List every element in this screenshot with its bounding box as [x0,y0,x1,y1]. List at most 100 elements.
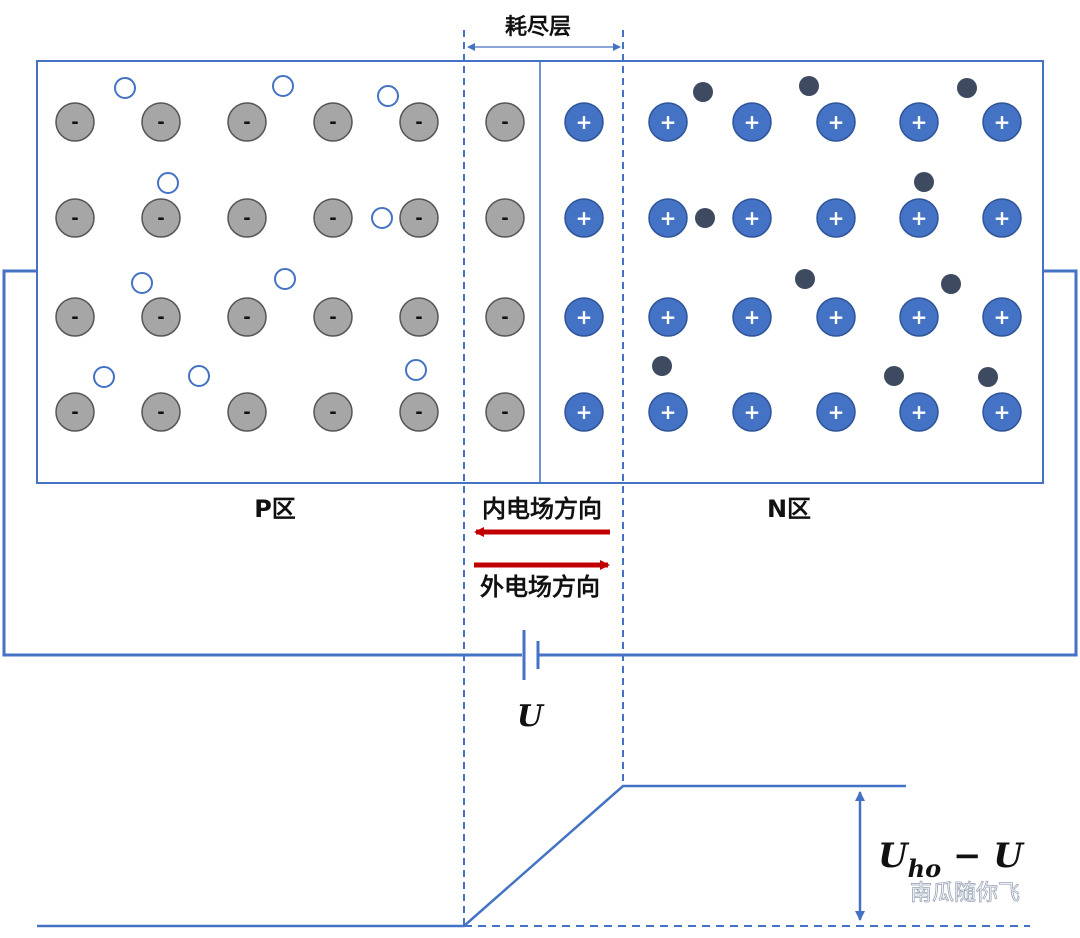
negative-ion: - [55,198,95,238]
positive-ion-circle [648,102,688,142]
electron [978,367,998,387]
hole [114,77,136,99]
electron [695,208,715,228]
negative-ion-circle [485,198,525,238]
wechat-icon [873,880,905,904]
positive-ion-sign: + [744,110,761,134]
negative-ion-sign: - [71,112,78,133]
electron [799,76,819,96]
negative-ion-sign: - [415,402,422,423]
negative-ion-circle [399,102,439,142]
positive-ion-sign: + [576,400,593,424]
hole [274,268,296,290]
positive-ion-circle [982,297,1022,337]
electron [795,269,815,289]
positive-ion-circle [648,198,688,238]
potential-label: Uho − U [878,836,1025,883]
positive-ion-lattice: ++++++++++++++++++++++++ [564,102,1022,432]
positive-ion-sign: + [744,400,761,424]
positive-ion-circle [564,102,604,142]
positive-ion-sign: + [994,305,1011,329]
positive-ion: + [732,297,772,337]
positive-ion-circle [564,392,604,432]
negative-ion-sign: - [415,307,422,328]
negative-ion: - [399,297,439,337]
positive-ion-sign: + [994,110,1011,134]
negative-ion-circle [227,392,267,432]
positive-ion-circle [648,392,688,432]
electron [652,356,672,376]
positive-ion: + [816,198,856,238]
watermark-text: 南瓜随你飞 [910,881,1020,906]
positive-ion-sign: + [576,110,593,134]
positive-ion-circle [816,102,856,142]
negative-ion: - [55,297,95,337]
negative-ion-sign: - [243,402,250,423]
positive-ion-sign: + [744,206,761,230]
negative-ion: - [313,392,353,432]
positive-ion: + [648,392,688,432]
positive-ion-sign: + [828,305,845,329]
positive-ion-sign: + [576,305,593,329]
negative-ion-sign: - [501,307,508,328]
depletion-layer-label: 耗尽层 [505,14,571,40]
electron-carriers [652,76,998,387]
positive-ion-circle [816,198,856,238]
negative-ion-circle [485,392,525,432]
battery-voltage-label: U [517,699,545,734]
n-region-label: N区 [767,495,811,523]
negative-ion-sign: - [243,208,250,229]
positive-ion: + [816,392,856,432]
positive-ion-sign: + [911,206,928,230]
positive-ion-circle [899,198,939,238]
negative-ion: - [399,392,439,432]
positive-ion-circle [899,392,939,432]
positive-ion-sign: + [660,206,677,230]
negative-ion: - [141,198,181,238]
negative-ion: - [141,102,181,142]
hole [157,172,179,194]
watermark: 南瓜随你飞 [873,880,1020,906]
negative-ion-circle [399,297,439,337]
positive-ion: + [732,392,772,432]
positive-ion: + [564,198,604,238]
positive-ion: + [982,102,1022,142]
potential-curve [37,784,906,928]
potential-label-tail: − U [941,836,1025,876]
negative-ion-sign: - [71,208,78,229]
negative-ion: - [313,297,353,337]
hole [188,365,210,387]
negative-ion: - [485,392,525,432]
positive-ion: + [564,392,604,432]
negative-ion-sign: - [501,402,508,423]
potential-label-main: U [878,836,910,876]
p-region-label: P区 [254,495,296,523]
positive-ion-circle [982,198,1022,238]
negative-ion-circle [399,198,439,238]
positive-ion-circle [899,102,939,142]
hole [131,272,153,294]
positive-ion-circle [732,297,772,337]
hole [405,359,427,381]
negative-ion: - [227,102,267,142]
positive-ion: + [648,297,688,337]
positive-ion: + [732,102,772,142]
negative-ion: - [399,102,439,142]
outer-field-label: 外电场方向 [480,573,600,601]
negative-ion-circle [313,392,353,432]
negative-ion-circle [55,392,95,432]
inner-field-label: 内电场方向 [482,495,602,523]
hole [272,75,294,97]
negative-ion-circle [227,297,267,337]
hole [371,207,393,229]
positive-ion-sign: + [828,110,845,134]
negative-ion-circle [227,198,267,238]
positive-ion: + [982,198,1022,238]
negative-ion-circle [313,297,353,337]
negative-ion-circle [485,102,525,142]
negative-ion-sign: - [157,208,164,229]
positive-ion-sign: + [576,206,593,230]
negative-ion-sign: - [329,307,336,328]
positive-ion: + [899,392,939,432]
